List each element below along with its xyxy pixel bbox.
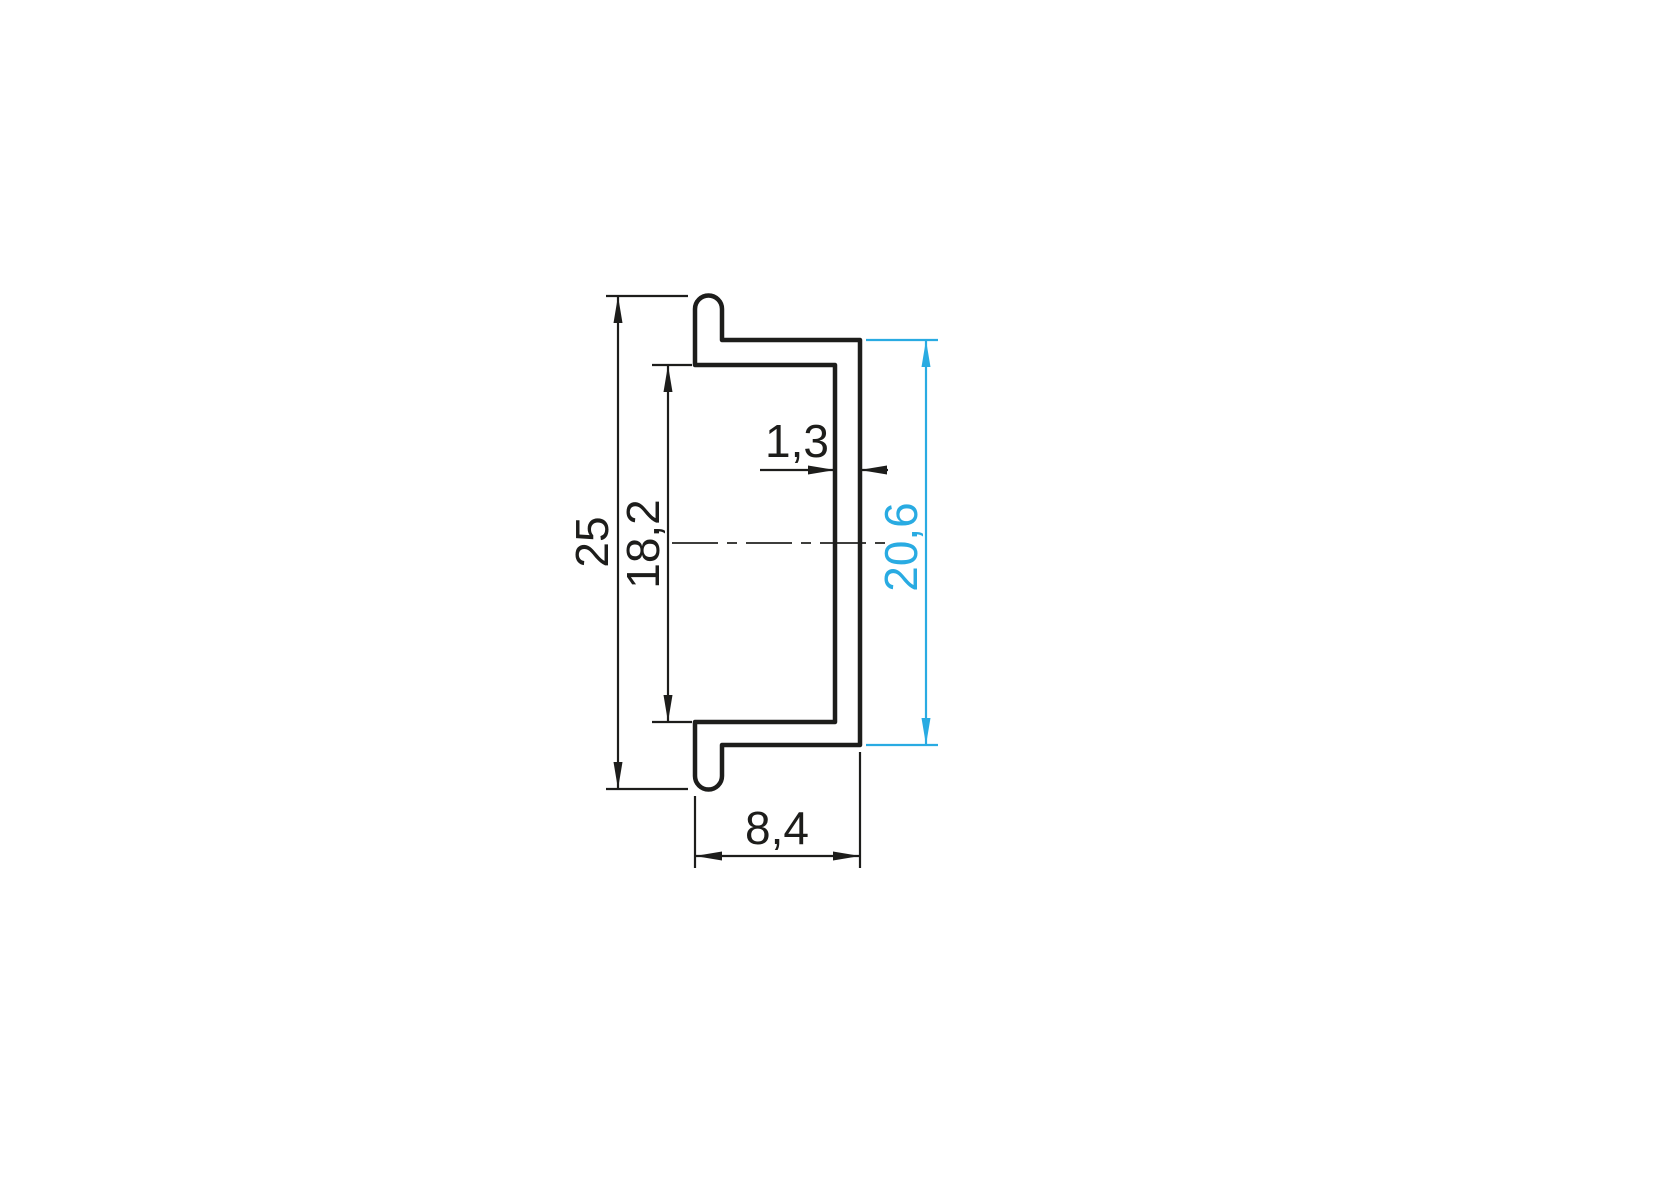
dimension-overall-height: 25 <box>566 294 688 791</box>
dimension-outer-height: 20,6 <box>866 338 938 747</box>
dimension-arrow-up-icon <box>663 365 673 392</box>
profile-outline <box>692 293 863 792</box>
dimension-base-width: 8,4 <box>693 752 862 868</box>
dimension-wall-thickness: 1,3 <box>760 415 888 475</box>
dimension-label-inner-height: 18,2 <box>617 499 669 589</box>
dimension-arrow-right-icon <box>833 851 860 861</box>
dimension-label-wall-thickness: 1,3 <box>765 415 829 467</box>
dimension-label-outer-height: 20,6 <box>875 502 927 592</box>
dimension-arrow-up-icon <box>613 296 623 323</box>
dimension-inner-height: 18,2 <box>617 363 692 724</box>
dimension-arrow-down-icon <box>663 695 673 722</box>
dimension-arrow-right-icon <box>808 465 835 475</box>
dimension-arrow-down-icon <box>921 718 931 745</box>
profile-path <box>692 293 863 792</box>
dimension-arrow-left-icon <box>695 851 722 861</box>
dimension-arrow-up-icon <box>921 340 931 367</box>
dimension-arrow-left-icon <box>860 465 887 475</box>
dimension-label-overall-height: 25 <box>566 516 618 567</box>
dimension-label-base-width: 8,4 <box>745 802 809 854</box>
dimension-arrow-down-icon <box>613 762 623 789</box>
